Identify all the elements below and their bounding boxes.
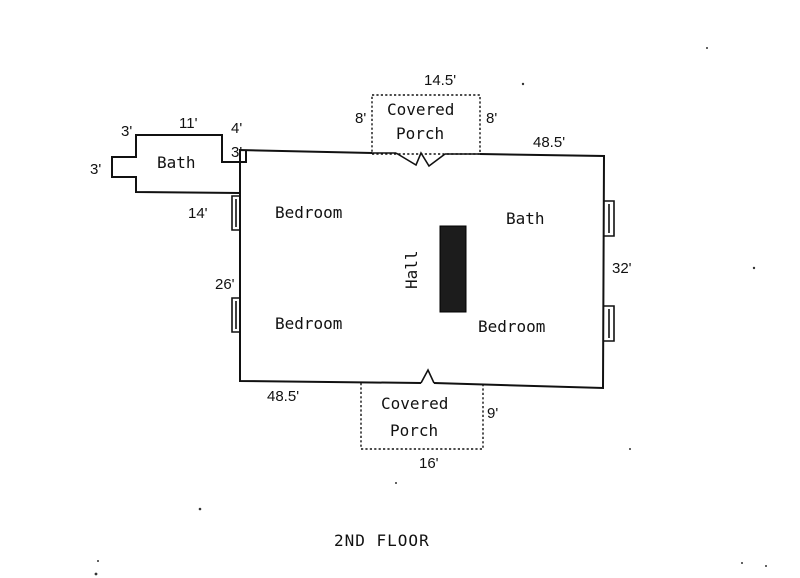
scan-speck — [765, 565, 767, 567]
scan-speck — [94, 572, 98, 576]
scan-speck — [198, 507, 202, 511]
room-label-bedroom-bottom-left: Bedroom — [275, 314, 342, 333]
top-door-swing — [395, 151, 446, 168]
bottom-porch-label-line2: Porch — [390, 421, 438, 440]
scan-speck — [741, 562, 743, 564]
dim-main-bottom-length: 48.5' — [267, 388, 299, 405]
bottom-door-swing — [420, 368, 435, 384]
dim-bath-right-4: 4' — [231, 120, 242, 137]
room-label-hall: Hall — [402, 250, 421, 289]
top-porch-label-line2: Porch — [396, 124, 444, 143]
top-covered-porch-outline — [371, 94, 481, 155]
room-label-bath-small: Bath — [157, 153, 196, 172]
dim-bath-left-3b: 3' — [90, 161, 101, 178]
dim-right-wall-32: 32' — [612, 260, 632, 277]
dim-bath-left-3a: 3' — [121, 123, 132, 140]
bottom-porch-label-line1: Covered — [381, 394, 448, 413]
bath-wing-outline — [111, 134, 247, 194]
dim-top-porch-left-depth: 8' — [355, 110, 366, 127]
scan-speck — [752, 266, 756, 270]
dim-bath-step-3: 3' — [231, 144, 242, 161]
bottom-covered-porch-outline — [360, 383, 484, 450]
scan-speck — [97, 560, 99, 562]
room-label-bedroom-top-left: Bedroom — [275, 203, 342, 222]
dim-bath-width: 11' — [179, 115, 198, 132]
dim-left-wall-26: 26' — [215, 276, 235, 293]
window-left-lower — [231, 297, 240, 333]
dim-top-porch-width: 14.5' — [424, 72, 456, 89]
room-label-bath-right: Bath — [506, 209, 545, 228]
window-left-upper — [231, 195, 240, 231]
window-right-lower — [604, 305, 615, 342]
scan-speck — [706, 47, 708, 49]
room-label-bedroom-bottom-right: Bedroom — [478, 317, 545, 336]
scan-speck — [521, 82, 525, 86]
scan-speck — [395, 482, 397, 484]
dim-bottom-porch-width: 16' — [419, 455, 439, 472]
dim-bottom-porch-depth: 9' — [487, 405, 498, 422]
floor-title: 2ND FLOOR — [334, 531, 430, 550]
dim-main-top-length: 48.5' — [533, 134, 565, 151]
chimney-block — [439, 225, 467, 313]
scan-speck — [629, 448, 631, 450]
window-right-upper — [604, 200, 615, 237]
main-house-outline — [239, 148, 606, 390]
dim-top-porch-right-depth: 8' — [486, 110, 497, 127]
top-porch-label-line1: Covered — [387, 100, 454, 119]
dim-left-wall-14: 14' — [188, 205, 208, 222]
